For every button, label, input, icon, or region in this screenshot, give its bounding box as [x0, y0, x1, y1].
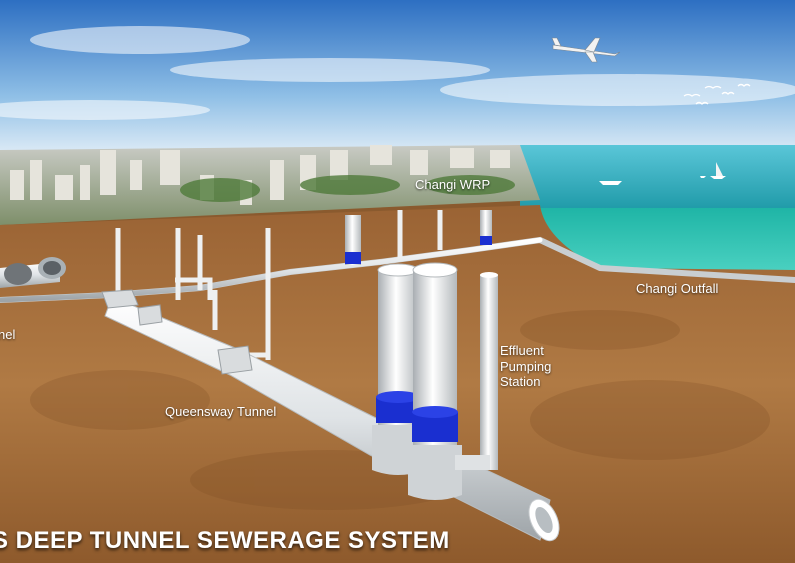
effluent-pumping-station-label: Effluent Pumping Station — [500, 343, 552, 390]
surface-shafts — [345, 210, 492, 265]
boats-icon — [599, 162, 726, 185]
queensway-tunnel-label: Queensway Tunnel — [165, 404, 277, 419]
junction-chambers — [101, 289, 253, 375]
airplane-icon — [551, 37, 621, 63]
changi-wrp-label: Changi WRP — [415, 177, 491, 192]
birds-icon — [683, 83, 751, 105]
sea-cross-section — [540, 208, 795, 270]
pumping-station-shaft-1 — [372, 263, 424, 475]
left-tunnel-label: nel — [0, 327, 16, 342]
city-skyline — [0, 145, 540, 225]
clouds — [0, 26, 795, 120]
effluent-outlet-pipe — [455, 272, 498, 470]
left-tunnel — [0, 257, 66, 288]
diagram-title: S DEEP TUNNEL SEWERAGE SYSTEM — [0, 527, 450, 554]
pumping-station-shaft-2 — [408, 262, 462, 500]
sea-surface — [520, 145, 795, 210]
changi-outfall-label: Changi Outfall — [636, 281, 719, 296]
